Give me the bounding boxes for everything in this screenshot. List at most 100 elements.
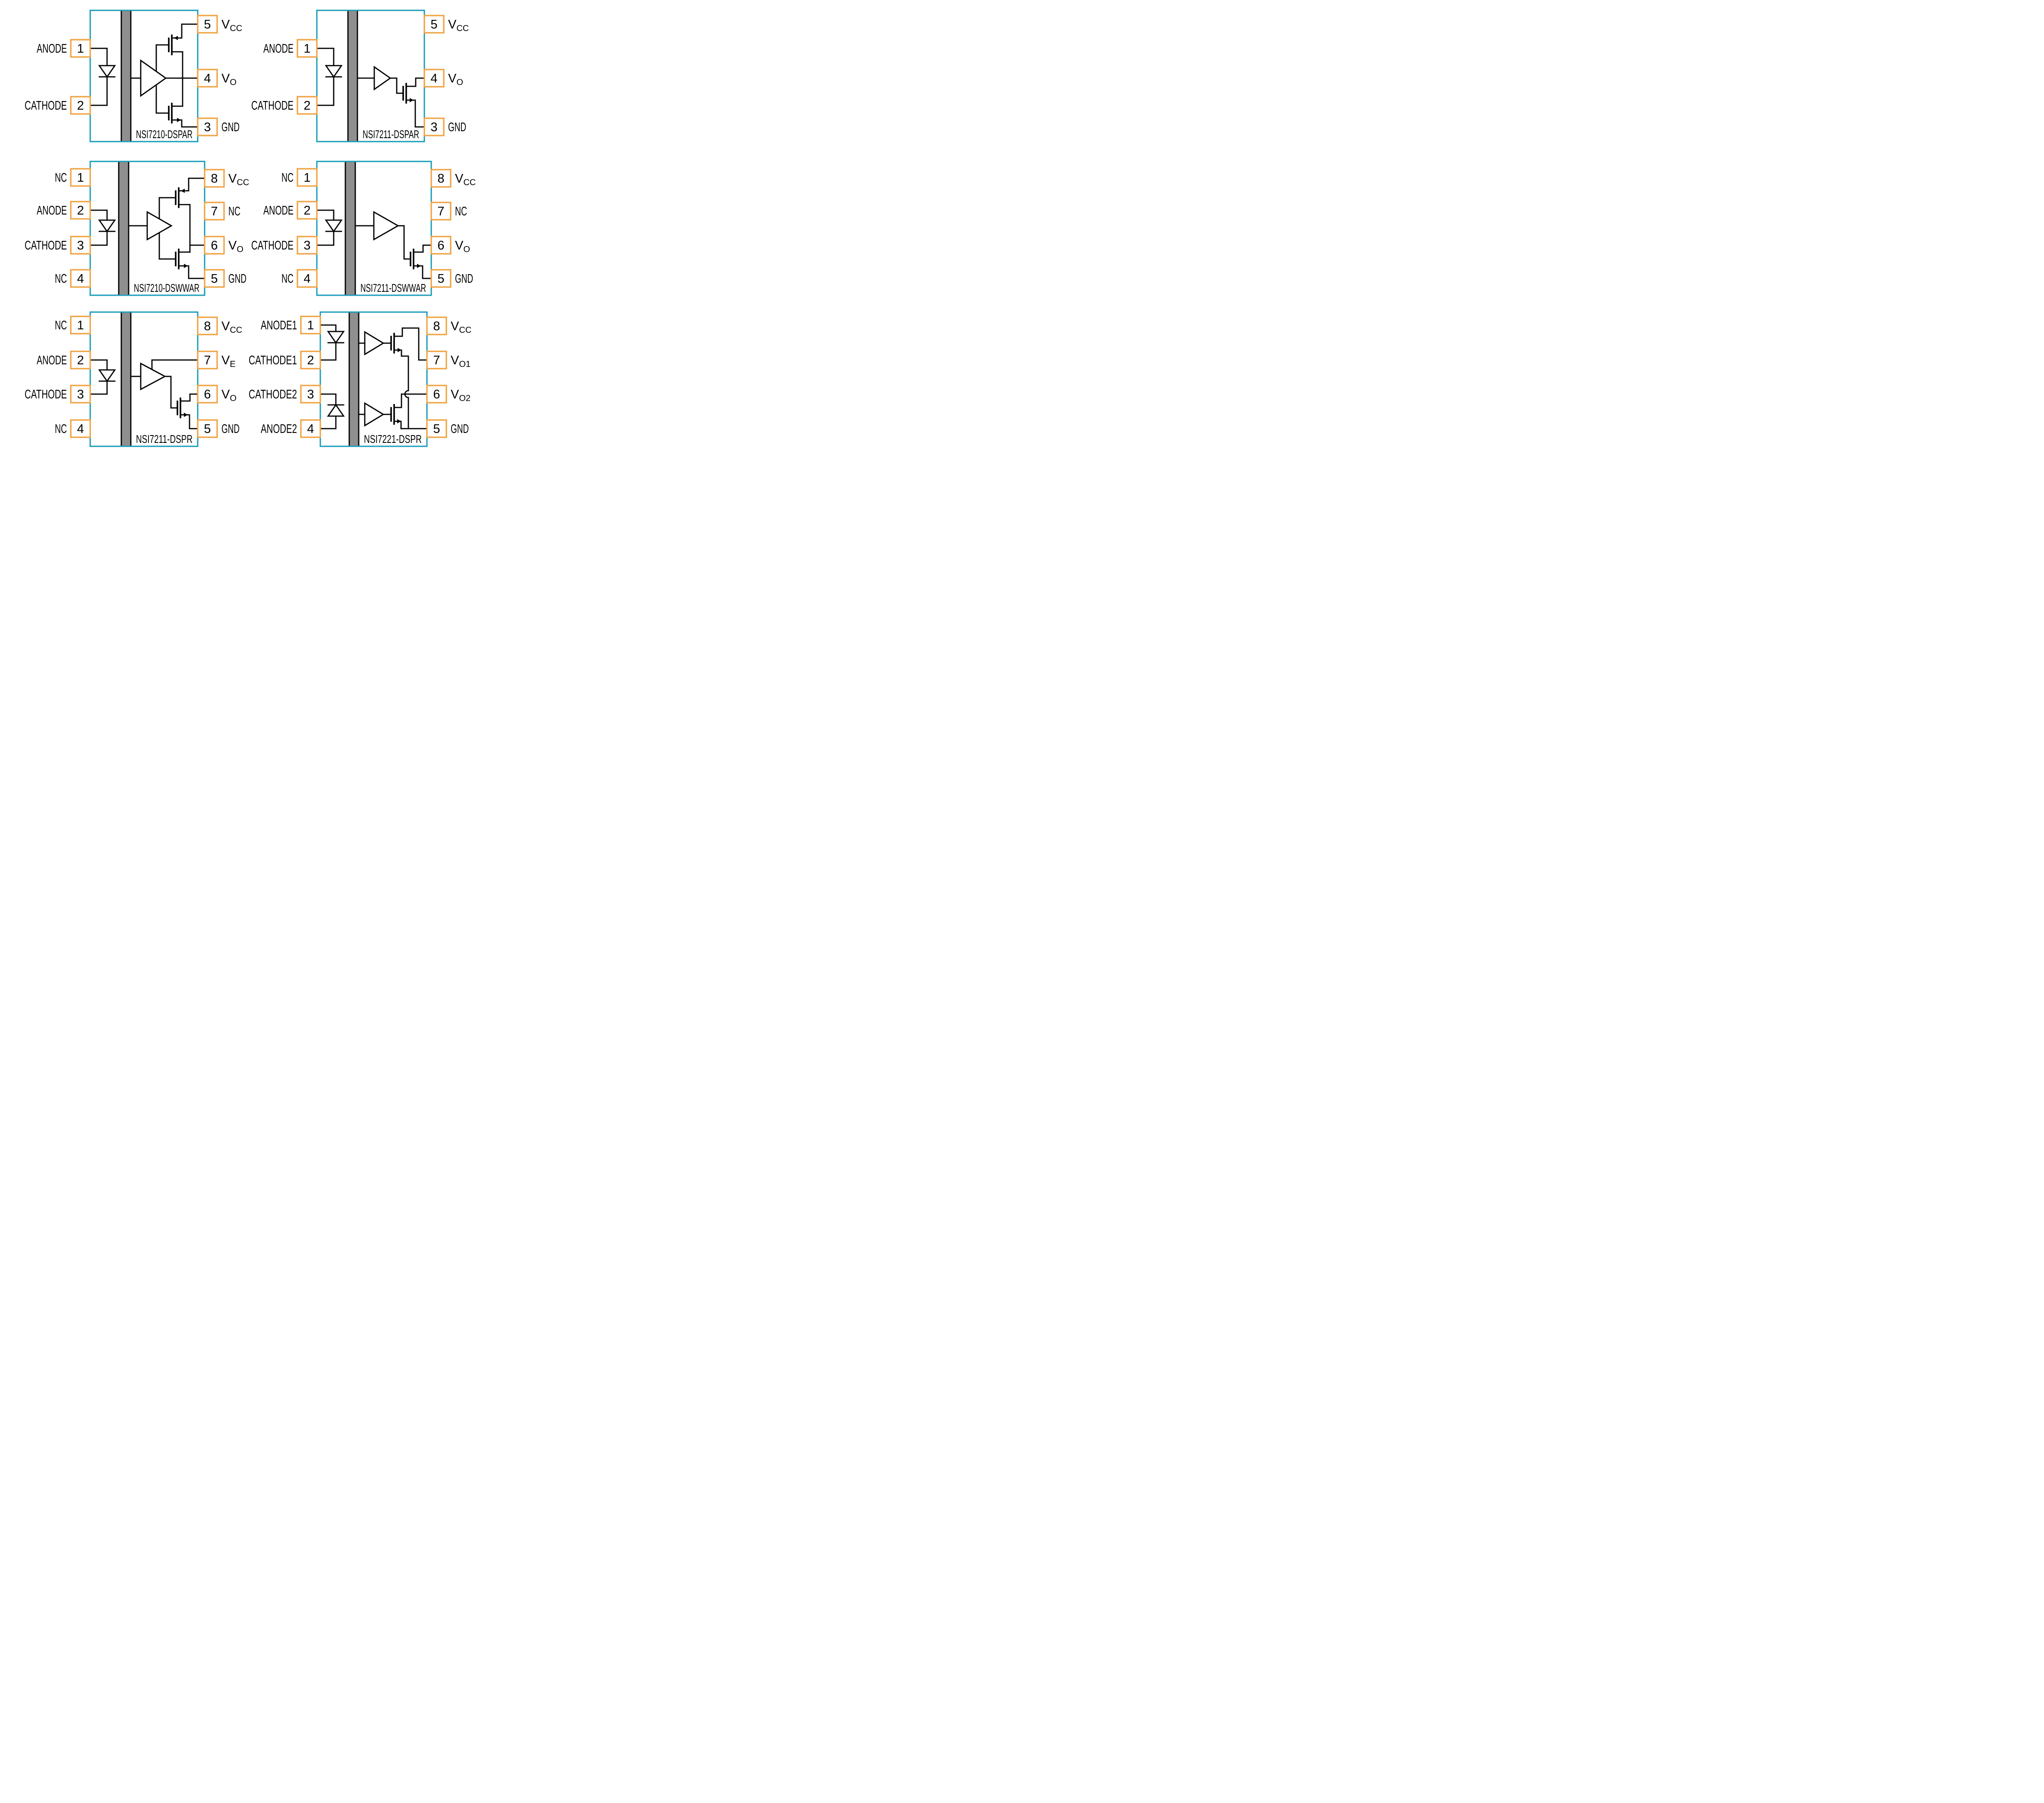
pin-box — [423, 117, 445, 136]
pin-label: VCC — [448, 18, 469, 33]
pin-label: CATHODE — [25, 239, 67, 253]
pin-label: NC — [55, 319, 67, 332]
pin-box — [300, 385, 321, 404]
pin-number: 4 — [307, 422, 314, 436]
pin-box — [197, 316, 218, 335]
mosfet-arrow-icon — [177, 118, 181, 122]
isolation-barrier — [119, 162, 129, 295]
pin-box — [70, 419, 91, 438]
pin-label: GND — [221, 422, 240, 436]
pin-label: VCC — [455, 172, 476, 187]
led-diode-symbol — [98, 65, 116, 78]
mosfet-arrow-icon — [184, 413, 188, 417]
pin-box — [70, 96, 91, 115]
pin-label: VO — [448, 72, 463, 87]
pin-label: ANODE2 — [261, 422, 297, 436]
pin-number: 2 — [77, 99, 84, 113]
pin-number: 8 — [211, 172, 218, 186]
pin-box — [70, 385, 91, 404]
wire — [155, 84, 170, 114]
led-diode-symbol — [325, 219, 343, 233]
led-diode-symbol — [327, 404, 345, 417]
pin-box — [204, 202, 225, 221]
pin-number: 2 — [303, 204, 310, 218]
buffer-amplifier-symbol — [373, 66, 392, 91]
pin-label: ANODE — [37, 204, 67, 218]
pin-box — [297, 201, 318, 220]
wire — [319, 415, 337, 429]
pin-box — [70, 236, 91, 255]
wire — [316, 231, 335, 246]
pin-box — [430, 202, 452, 221]
pin-box — [297, 269, 318, 288]
pin-number: 2 — [307, 354, 314, 367]
pin-box — [300, 316, 321, 335]
part-number-title: NSI7210-DSWWAR — [134, 281, 199, 294]
pin-label: CATHODE1 — [249, 354, 297, 367]
pin-label: VO2 — [451, 388, 471, 403]
pin-box — [430, 269, 452, 288]
pin: 2 CATHODE1 — [249, 350, 321, 369]
pin-box — [297, 39, 318, 58]
pin: 1NC — [55, 316, 91, 335]
pin-number: 3 — [204, 120, 211, 134]
pin-box — [426, 419, 447, 438]
pin-number: 5 — [437, 272, 444, 286]
buffer-amplifier-symbol — [146, 211, 173, 241]
isolation-barrier-edge — [120, 11, 132, 141]
pin-label: GND — [448, 120, 466, 134]
isolation-barrier-edge — [347, 11, 358, 141]
pin-number: 1 — [77, 171, 84, 185]
buffer-amplifier-symbol — [364, 402, 385, 427]
pin-box — [70, 316, 91, 335]
buffer-amplifier-symbol — [140, 362, 166, 391]
pin-box — [70, 201, 91, 220]
pin-number: 7 — [437, 205, 444, 218]
pin-number: 4 — [77, 422, 84, 436]
pin-label: VCC — [451, 319, 471, 335]
pin-box — [426, 350, 447, 369]
pin-box — [204, 236, 225, 255]
pin-label: VO1 — [451, 354, 471, 369]
pin-box — [70, 350, 91, 369]
isolation-barrier — [349, 313, 359, 446]
pin-number: 4 — [204, 72, 211, 85]
pin-number: 1 — [303, 171, 310, 185]
pin-label: NC — [281, 171, 294, 185]
buffer-amplifier-symbol — [364, 331, 385, 356]
pin-label: NC — [228, 205, 240, 218]
pin-number: 3 — [307, 388, 314, 401]
pin-number: 5 — [204, 18, 211, 32]
pin-box — [297, 236, 318, 255]
wire — [389, 77, 404, 94]
wire — [151, 359, 199, 370]
pin-box — [197, 385, 218, 404]
pin-label: NC — [55, 272, 67, 286]
pin-box — [70, 168, 91, 187]
pin-box — [204, 269, 225, 288]
pin: 4 ANODE2 — [261, 419, 321, 438]
pin-box — [430, 169, 452, 188]
wire — [89, 209, 108, 221]
pin-box — [430, 236, 452, 255]
wire — [158, 232, 177, 260]
pin-box — [197, 69, 218, 88]
mosfet-arrow-icon — [184, 264, 188, 268]
